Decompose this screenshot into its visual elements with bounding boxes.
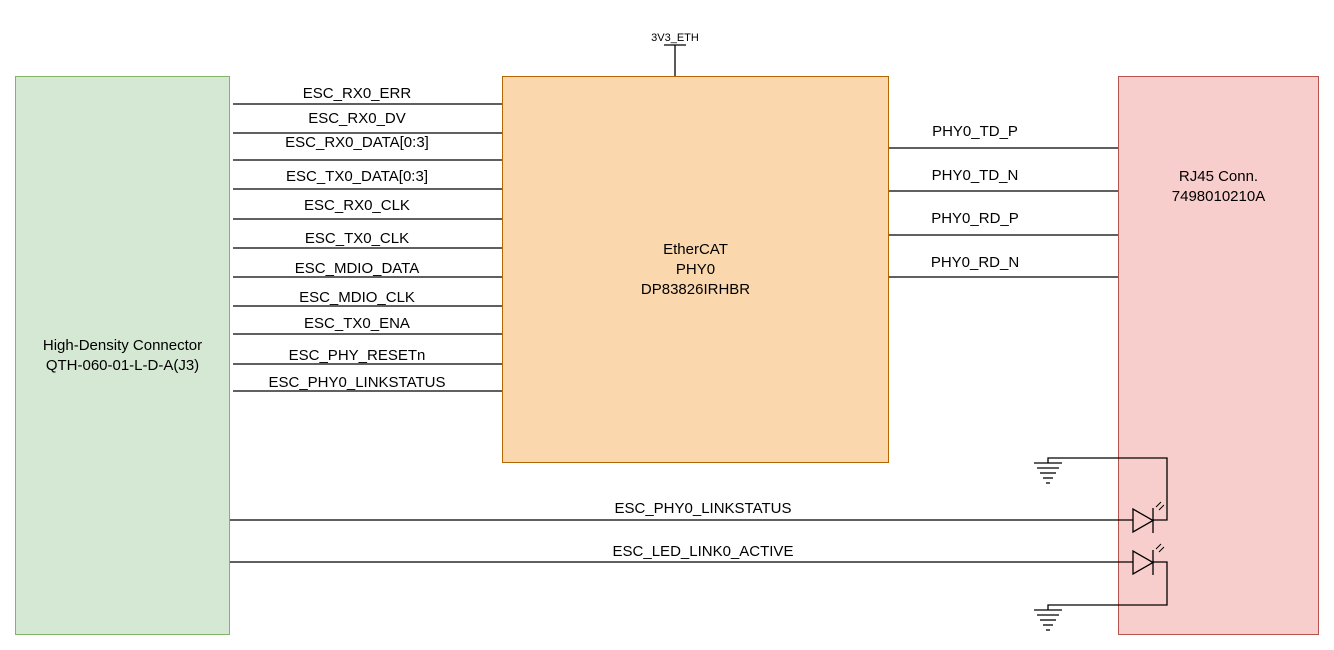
right-signal-lines: PHY0_TD_P PHY0_TD_N PHY0_RD_P PHY0_RD_N: [889, 123, 1118, 278]
signal-label-esc-phy-resetn: ESC_PHY_RESETn: [289, 347, 426, 364]
left-signal-lines: ESC_RX0_ERR ESC_RX0_DV ESC_RX0_DATA[0:3] ES…: [233, 85, 502, 392]
signal-label-esc-rx0-err: ESC_RX0_ERR: [303, 85, 412, 102]
signal-label-esc-phy0-linkstatus: ESC_PHY0_LINKSTATUS: [268, 374, 445, 391]
signal-label-esc-tx0-clk: ESC_TX0_CLK: [305, 230, 409, 247]
ground-symbol-bottom: [1034, 609, 1062, 631]
signal-label-esc-mdio-clk: ESC_MDIO_CLK: [299, 289, 415, 306]
led-signal-label-esc-led-link0-active: ESC_LED_LINK0_ACTIVE: [613, 543, 794, 560]
link-active-led-icon: [1047, 543, 1168, 610]
connector-label-name: High-Density Connector: [42, 336, 203, 354]
rj45-label-part: 7498010210A: [1171, 188, 1266, 205]
signal-label-phy0-rd-p: PHY0_RD_P: [931, 210, 1019, 227]
ethercat-phy-block: EtherCAT PHY0 DP83826IRHBR: [502, 76, 889, 463]
high-density-connector-block: High-Density Connector QTH-060-01-L-D-A(…: [15, 76, 230, 635]
rj45-label-name: RJ45 Conn.: [1178, 168, 1259, 185]
power-label: 3V3_ETH: [651, 32, 699, 44]
signal-label-esc-tx0-ena: ESC_TX0_ENA: [304, 315, 410, 332]
signal-label-esc-rx0-clk: ESC_RX0_CLK: [304, 197, 410, 214]
led-signal-lines: ESC_PHY0_LINKSTATUS ESC_LED_LINK0_ACTIVE: [230, 500, 1133, 563]
power-symbol-3v3: 3V3_ETH: [651, 32, 699, 76]
signal-label-phy0-td-n: PHY0_TD_N: [932, 167, 1019, 184]
phy-label-id: PHY0: [675, 260, 716, 278]
led-signal-label-esc-phy0-linkstatus: ESC_PHY0_LINKSTATUS: [614, 500, 791, 517]
signal-label-phy0-rd-n: PHY0_RD_N: [931, 254, 1019, 271]
ground-symbol-top: [1034, 462, 1062, 484]
signal-label-esc-rx0-data-0-3: ESC_RX0_DATA[0:3]: [285, 134, 429, 151]
rj45-connector-block: RJ45 Conn. 7498010210A: [1118, 76, 1319, 635]
signal-label-phy0-td-p: PHY0_TD_P: [932, 123, 1018, 140]
signal-label-esc-tx0-data-0-3: ESC_TX0_DATA[0:3]: [286, 168, 428, 185]
signal-label-esc-mdio-data: ESC_MDIO_DATA: [295, 260, 419, 277]
phy-label-part: DP83826IRHBR: [640, 280, 751, 298]
phy-label-name: EtherCAT: [663, 240, 728, 258]
signal-label-esc-rx0-dv: ESC_RX0_DV: [308, 110, 406, 127]
link-status-led-icon: [1047, 457, 1168, 534]
connector-label-part: QTH-060-01-L-D-A(J3): [45, 356, 200, 374]
